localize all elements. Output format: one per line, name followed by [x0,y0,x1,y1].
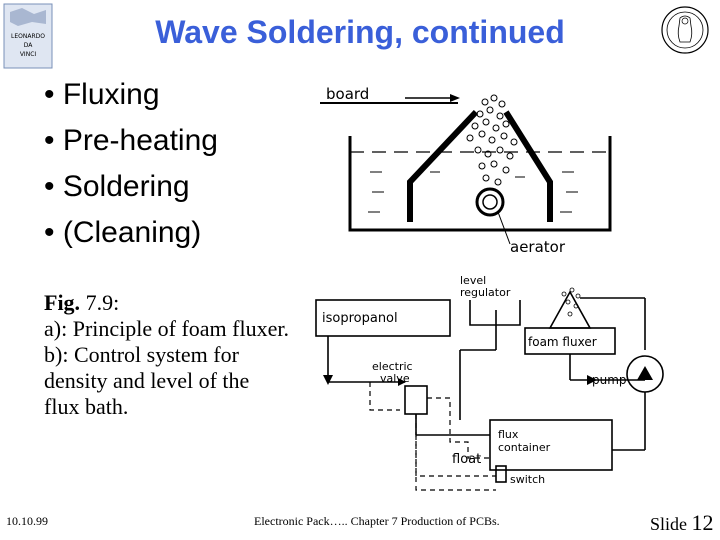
pump-label: pump [592,373,627,387]
bullet-pre-heating: • Pre-heating [44,124,218,157]
logo-text-2: DA [24,42,34,49]
level-regulator-label-1: level [460,274,486,287]
aerator-label: aerator [510,238,566,256]
slide-title: Wave Soldering, continued [155,14,565,50]
isopropanol-label: isopropanol [322,311,398,326]
slide-number-value: 12 [691,510,714,535]
caption-fig-number: 7.9: [80,290,120,315]
flux-container-label-1: flux [498,428,519,441]
footer-date: 10.10.99 [6,514,48,528]
foam-fluxer-diagram: board aerator [310,72,620,262]
leonardo-logo: LEONARDO DA VINCI [2,2,54,70]
university-seal [660,4,710,56]
logo-text-1: LEONARDO [11,33,45,40]
level-regulator-label-2: regulator [460,286,511,299]
caption-line-a: a): Principle of foam fluxer. [44,316,289,341]
electric-valve-label-1: electric [372,360,413,373]
bullet-list: • Fluxing • Pre-heating • Soldering • (C… [44,72,218,256]
slide-label: Slide [650,514,692,534]
logo-text-3: VINCI [20,51,37,58]
footer-chapter: Electronic Pack….. Chapter 7 Production … [254,514,500,528]
figure-caption: Fig. 7.9: a): Principle of foam fluxer. … [44,290,289,420]
control-system-diagram: level regulator isopropanol foam fluxer … [300,270,720,500]
bullet-cleaning: • (Cleaning) [44,216,202,249]
slide-number: Slide 12 [650,510,714,536]
caption-line-b: b): Control system for density and level… [44,342,250,419]
caption-fig-word: Fig. [44,290,81,315]
electric-valve-label-2: valve [380,372,410,385]
bullet-fluxing: • Fluxing [44,78,160,111]
switch-label: switch [510,473,545,486]
bullet-soldering: • Soldering [44,170,190,203]
board-label: board [326,85,369,103]
float-label: float [452,452,481,467]
foam-fluxer-label: foam fluxer [528,335,597,349]
flux-container-label-2: container [498,441,551,454]
